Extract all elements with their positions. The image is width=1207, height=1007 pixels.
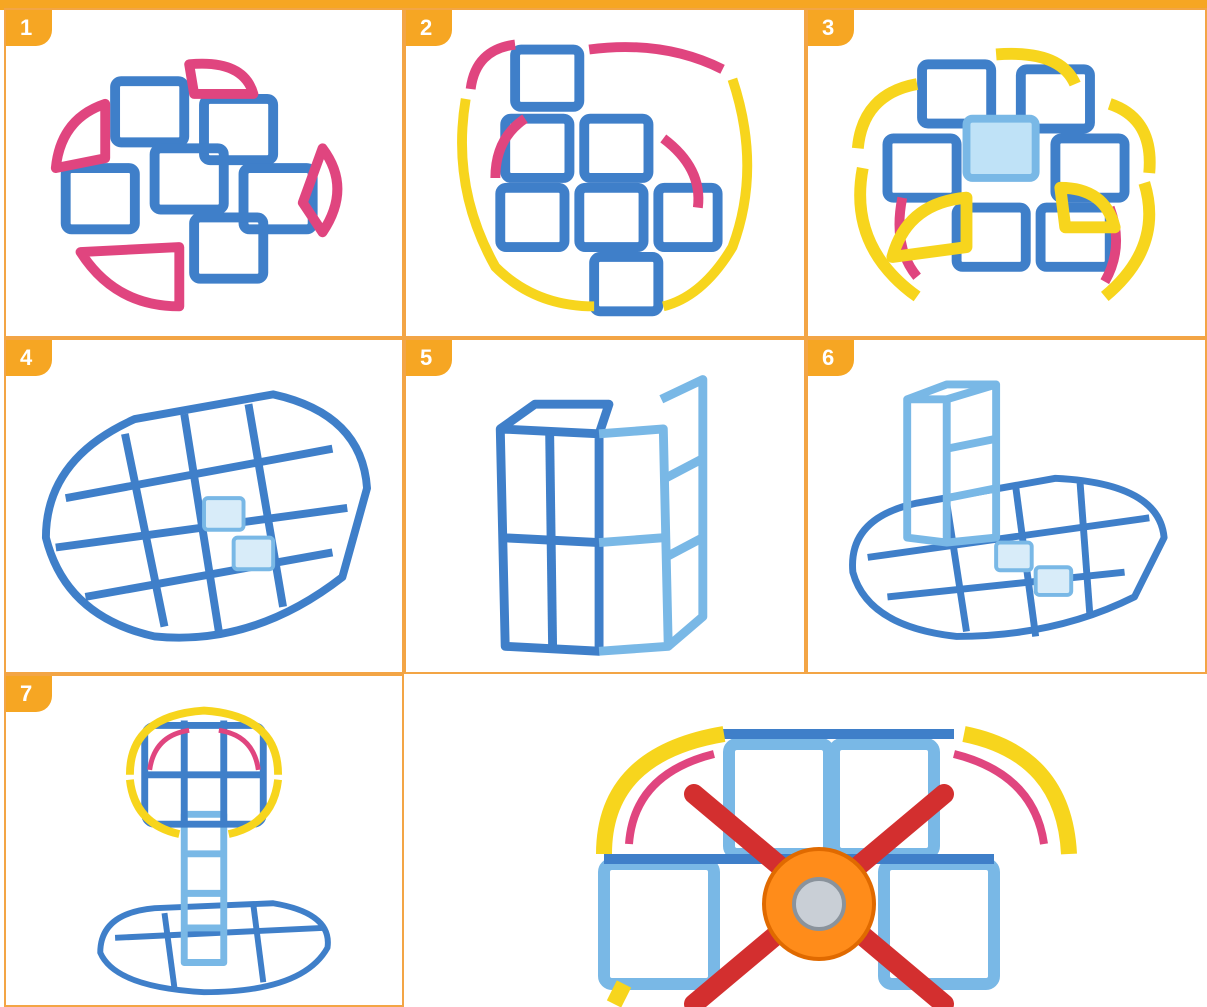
step-3-illustration bbox=[808, 10, 1205, 336]
step-5-panel: 5 bbox=[404, 338, 806, 674]
step-3-panel: 3 bbox=[806, 8, 1207, 338]
step-1-illustration bbox=[6, 10, 402, 336]
step-2-illustration bbox=[406, 10, 804, 336]
step-6-illustration bbox=[808, 340, 1205, 672]
final-model-panel bbox=[404, 674, 1207, 1007]
step-6-panel: 6 bbox=[806, 338, 1207, 674]
final-model-illustration bbox=[404, 674, 1207, 1007]
step-1-panel: 1 bbox=[4, 8, 404, 338]
step-4-illustration bbox=[6, 340, 402, 672]
step-7-illustration bbox=[6, 676, 402, 1005]
step-2-panel: 2 bbox=[404, 8, 806, 338]
step-5-illustration bbox=[406, 340, 804, 672]
step-7-panel: 7 bbox=[4, 674, 404, 1007]
step-4-panel: 4 bbox=[4, 338, 404, 674]
